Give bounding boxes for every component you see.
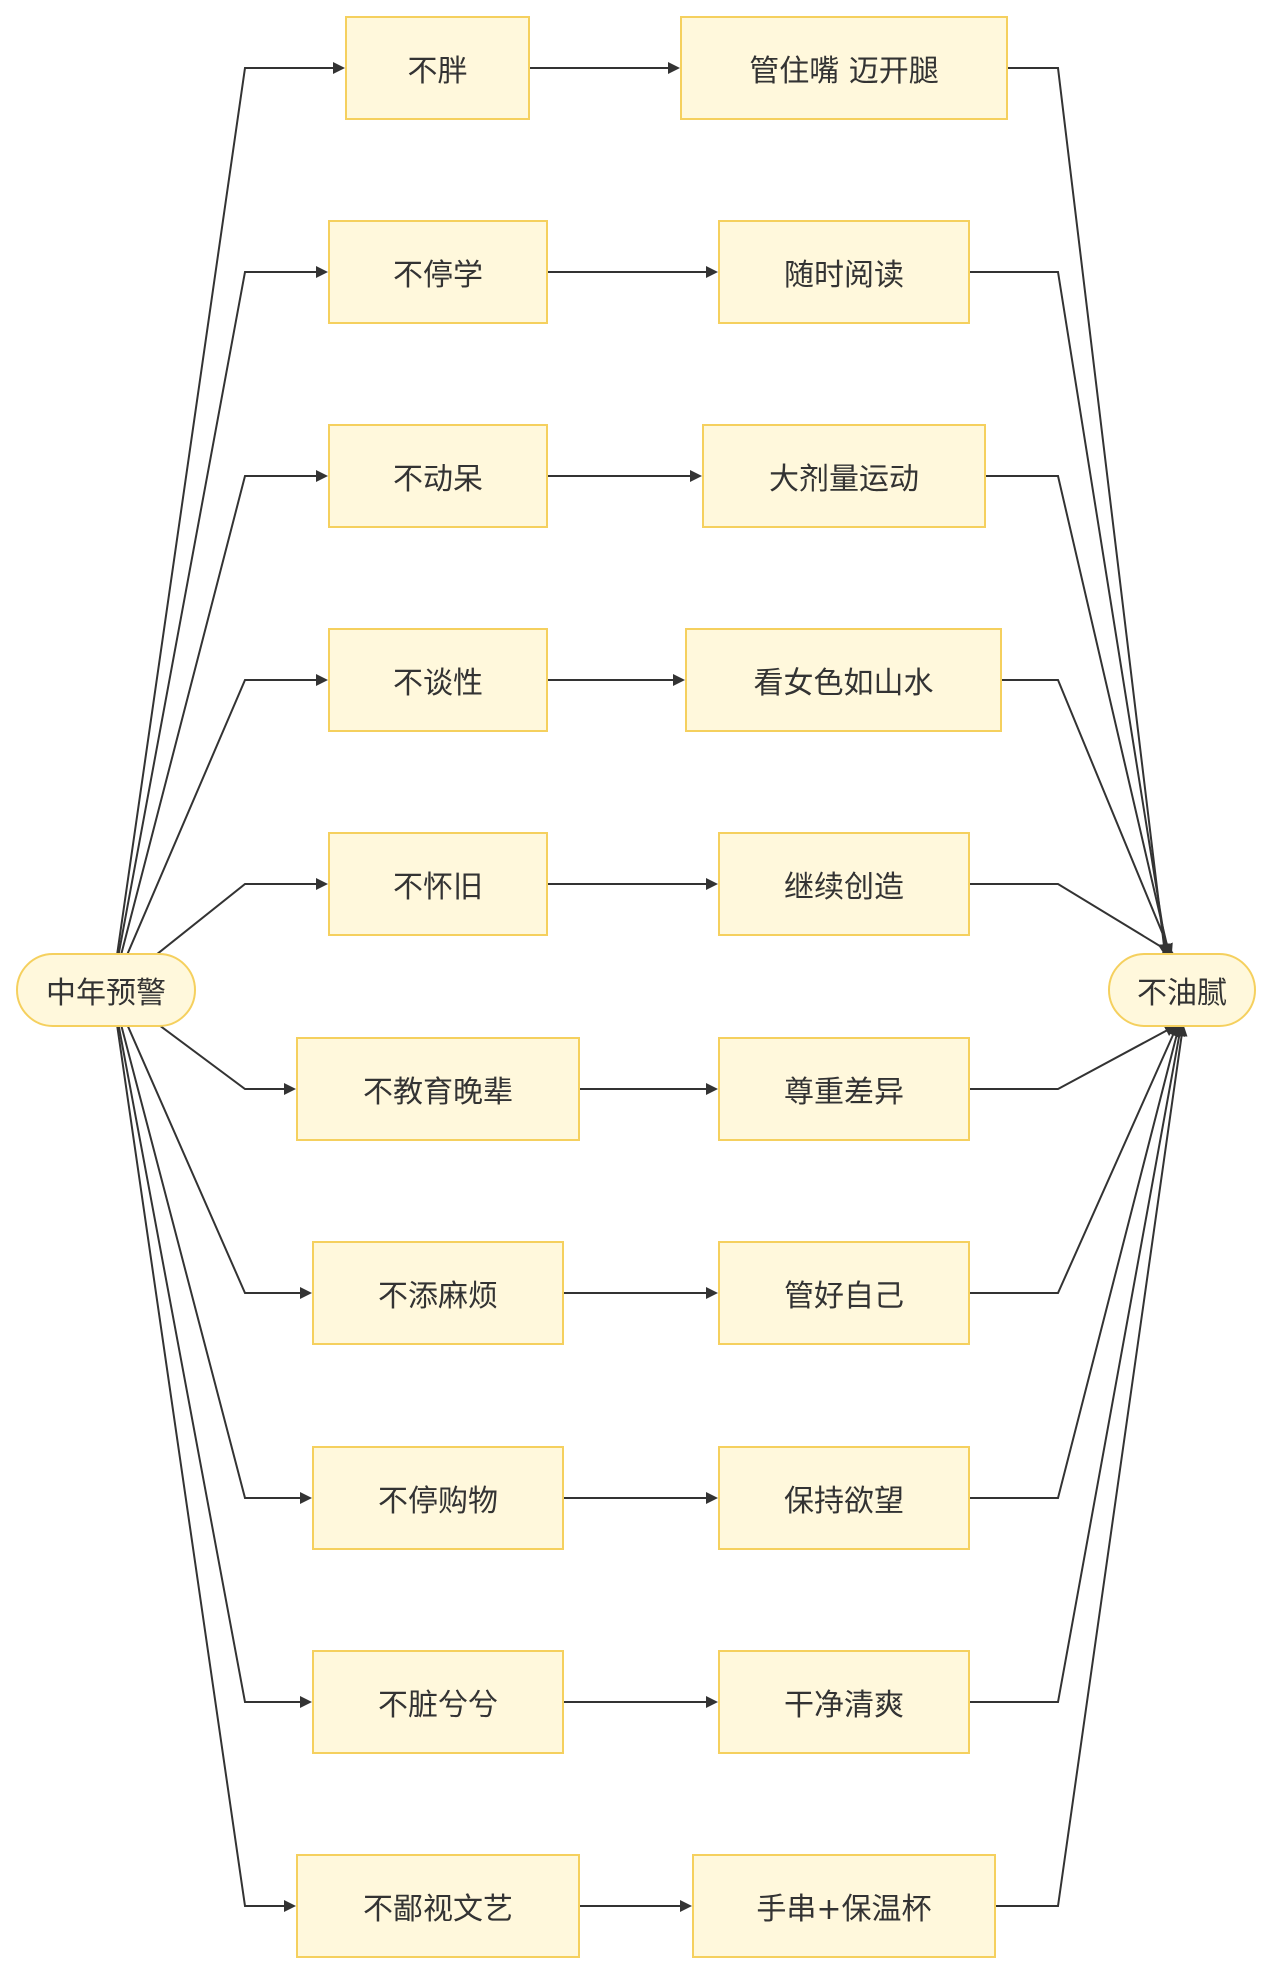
edge-action-to-end-8 (970, 1024, 1183, 1499)
action-node-8: 保持欲望 (718, 1446, 970, 1550)
edge-start-to-condition-10 (111, 989, 296, 1912)
edge-action-to-end-7 (970, 1024, 1179, 1294)
edge-start-to-condition-3 (111, 470, 328, 991)
condition-node-3: 不动呆 (328, 424, 548, 528)
edge-start-to-condition-7 (111, 989, 312, 1299)
condition-node-10: 不鄙视文艺 (296, 1854, 580, 1958)
edge-action-to-end-6 (970, 1025, 1177, 1090)
condition-node-9: 不脏兮兮 (312, 1650, 564, 1754)
condition-node-7: 不添麻烦 (312, 1241, 564, 1345)
condition-node-1: 不胖 (345, 16, 530, 120)
action-node-4: 看女色如山水 (685, 628, 1002, 732)
condition-node-8: 不停购物 (312, 1446, 564, 1550)
edge-action-to-end-1 (1008, 67, 1170, 956)
condition-node-2: 不停学 (328, 220, 548, 324)
action-node-9: 干净清爽 (718, 1650, 970, 1754)
edge-start-to-condition-2 (111, 266, 328, 991)
action-node-3: 大剂量运动 (702, 424, 986, 528)
edge-action-to-end-2 (970, 271, 1172, 956)
edge-action-to-end-3 (986, 475, 1173, 956)
edge-start-to-condition-8 (111, 989, 312, 1504)
edge-start-to-condition-9 (111, 989, 312, 1708)
condition-node-6: 不教育晚辈 (296, 1037, 580, 1141)
action-node-6: 尊重差异 (718, 1037, 970, 1141)
action-node-1: 管住嘴 迈开腿 (680, 16, 1008, 120)
edge-action-to-end-4 (1002, 679, 1173, 956)
start-node: 中年预警 (16, 953, 196, 1027)
action-node-2: 随时阅读 (718, 220, 970, 324)
edge-action-to-end-10 (996, 1024, 1188, 1907)
action-node-10: 手串+保温杯 (692, 1854, 996, 1958)
action-node-7: 管好自己 (718, 1241, 970, 1345)
condition-node-4: 不谈性 (328, 628, 548, 732)
action-node-5: 继续创造 (718, 832, 970, 936)
edge-start-to-condition-1 (111, 62, 345, 991)
edge-start-to-condition-4 (111, 674, 328, 991)
edge-action-to-end-5 (970, 883, 1175, 956)
end-node: 不油腻 (1108, 953, 1256, 1027)
edge-action-to-end-9 (970, 1024, 1186, 1703)
condition-node-5: 不怀旧 (328, 832, 548, 936)
